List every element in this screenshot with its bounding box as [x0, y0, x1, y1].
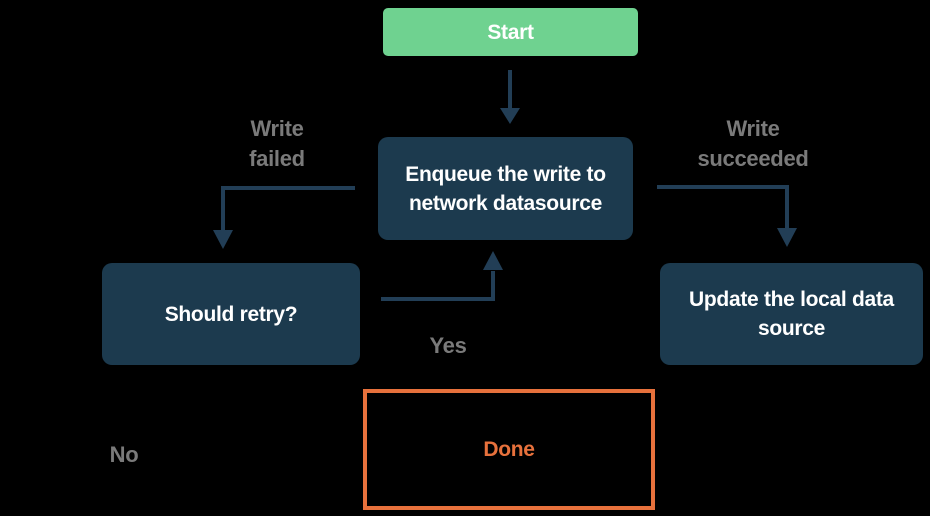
arrow-start-to-enqueue: [500, 70, 520, 124]
node-enqueue-write: Enqueue the write to network datasource: [378, 137, 633, 240]
edge-label-yes: Yes: [429, 333, 467, 358]
node-enqueue-write-label: Enqueue the write to network datasource: [405, 162, 606, 215]
node-update-local-source-label: Update the local data source: [689, 288, 894, 340]
arrow-enqueue-to-update-local: [657, 185, 797, 247]
edge-label-write-failed: Write failed: [249, 116, 305, 171]
node-done: Done: [363, 389, 655, 510]
node-done-label: Done: [483, 438, 535, 461]
arrow-should-retry-to-enqueue: [381, 251, 503, 301]
node-start-label: Start: [487, 20, 534, 44]
arrow-enqueue-to-should-retry: [213, 186, 355, 249]
node-update-local-source: Update the local data source: [660, 263, 923, 365]
node-start: Start: [383, 8, 638, 56]
node-should-retry: Should retry?: [102, 263, 360, 365]
edge-label-write-succeeded: Write succeeded: [697, 116, 809, 171]
node-should-retry-label: Should retry?: [164, 302, 298, 326]
edge-label-no: No: [109, 442, 139, 467]
